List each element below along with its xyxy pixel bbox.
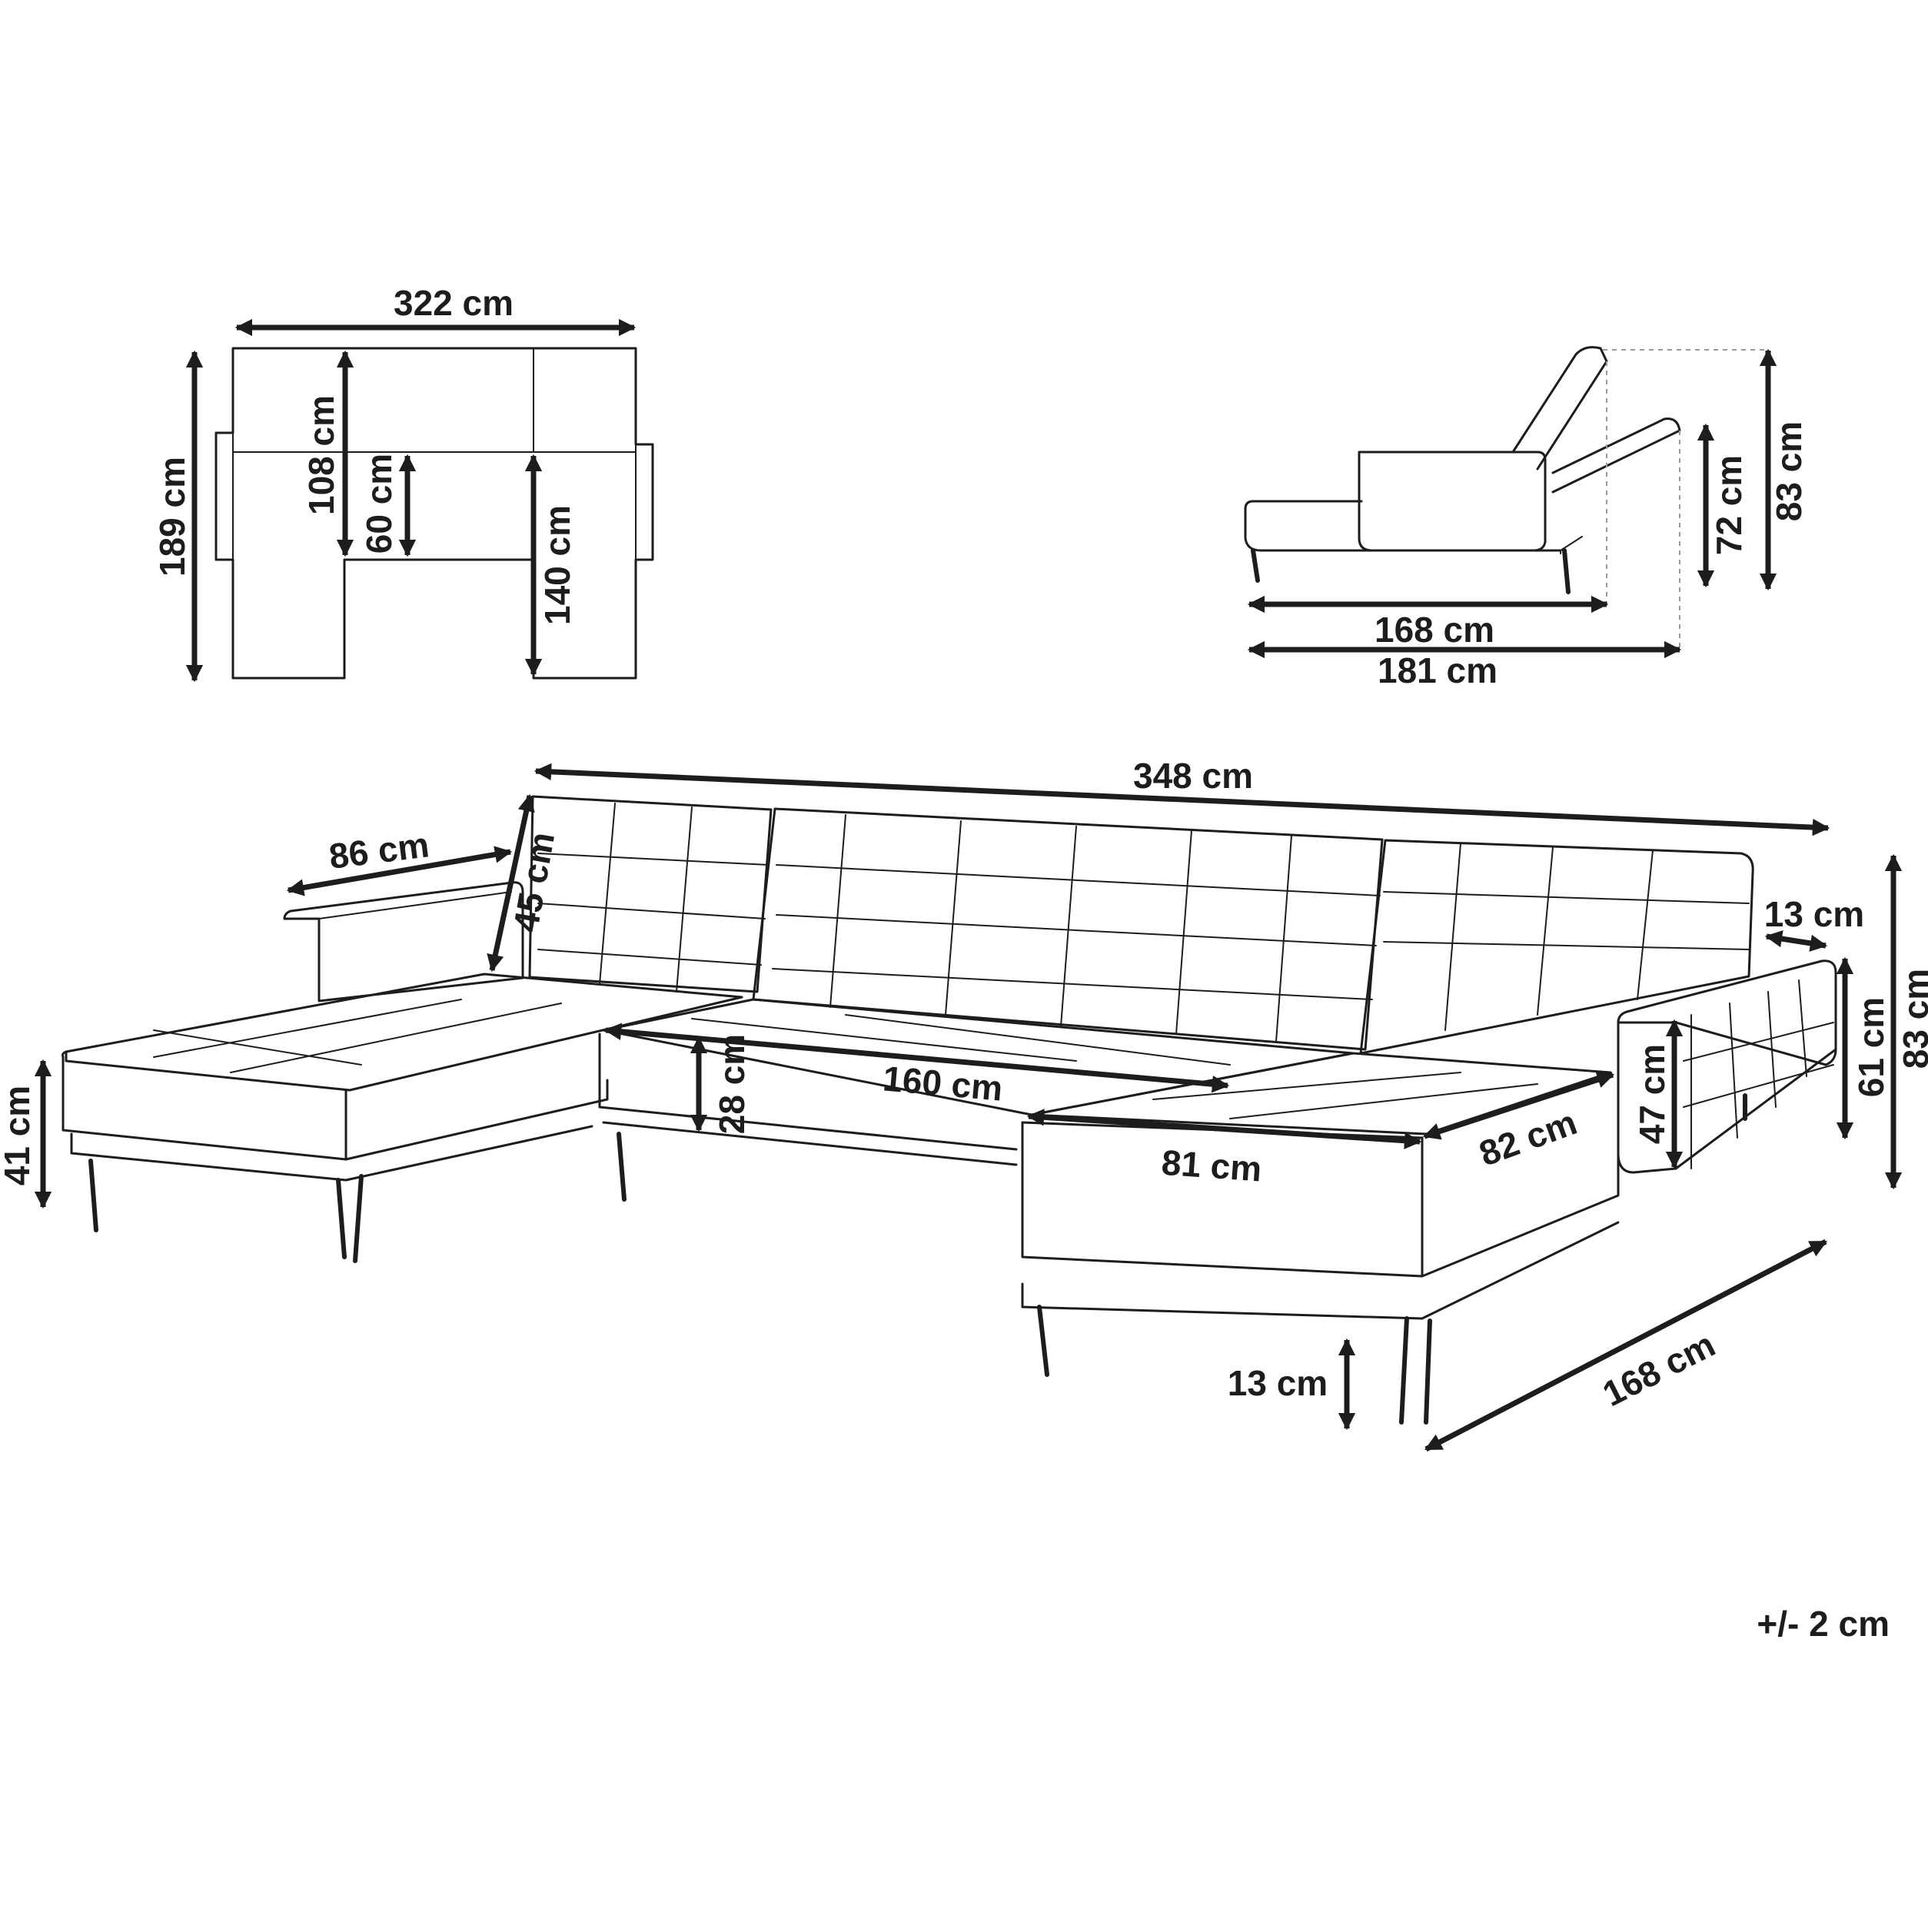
perspective-view: 348 cm 86 cm 45 cm 13 cm 83 cm 160 cm 28… xyxy=(0,756,1928,1452)
side-view-outline xyxy=(1244,346,1681,594)
dim-line-82 xyxy=(1422,1071,1615,1140)
label-189-cm: 189 cm xyxy=(152,457,192,577)
label-140-cm: 140 cm xyxy=(537,505,577,625)
tolerance-note: +/- 2 cm xyxy=(1757,1604,1890,1644)
label-60-cm: 60 cm xyxy=(359,454,399,554)
label-13-cm-leg: 13 cm xyxy=(1228,1363,1328,1403)
label-181-cm: 181 cm xyxy=(1378,650,1498,690)
label-47-cm: 47 cm xyxy=(1632,1044,1672,1144)
label-168-cm-side: 168 cm xyxy=(1375,610,1494,650)
label-83-cm-side: 83 cm xyxy=(1769,421,1809,521)
dim-line-13-arm xyxy=(1764,930,1828,952)
label-168-cm-persp: 168 cm xyxy=(1596,1324,1721,1414)
label-45-cm: 45 cm xyxy=(505,829,562,934)
label-83-cm-persp: 83 cm xyxy=(1896,969,1928,1069)
top-view: 322 cm 189 cm 108 cm 60 cm 140 cm xyxy=(152,283,654,683)
dim-line-348 xyxy=(534,763,1830,836)
dim-line-168-persp xyxy=(1424,1239,1827,1452)
label-81-cm: 81 cm xyxy=(1160,1142,1263,1189)
label-41-cm: 41 cm xyxy=(0,1086,37,1185)
dim-line-45 xyxy=(487,793,535,973)
label-28-cm: 28 cm xyxy=(712,1034,752,1134)
label-61-cm: 61 cm xyxy=(1851,997,1891,1097)
dim-line-81 xyxy=(1026,1109,1422,1149)
label-72-cm: 72 cm xyxy=(1709,455,1749,555)
top-view-outline xyxy=(214,347,654,680)
label-322-cm: 322 cm xyxy=(394,283,514,323)
dim-line-160 xyxy=(603,1023,1230,1093)
sofa-outline xyxy=(61,795,1837,1320)
side-view: 168 cm 181 cm 72 cm 83 cm xyxy=(1244,346,1809,690)
label-13-cm-arm: 13 cm xyxy=(1764,894,1864,934)
label-108-cm: 108 cm xyxy=(301,395,341,515)
label-348-cm: 348 cm xyxy=(1133,756,1253,796)
dim-line-86 xyxy=(286,846,513,896)
